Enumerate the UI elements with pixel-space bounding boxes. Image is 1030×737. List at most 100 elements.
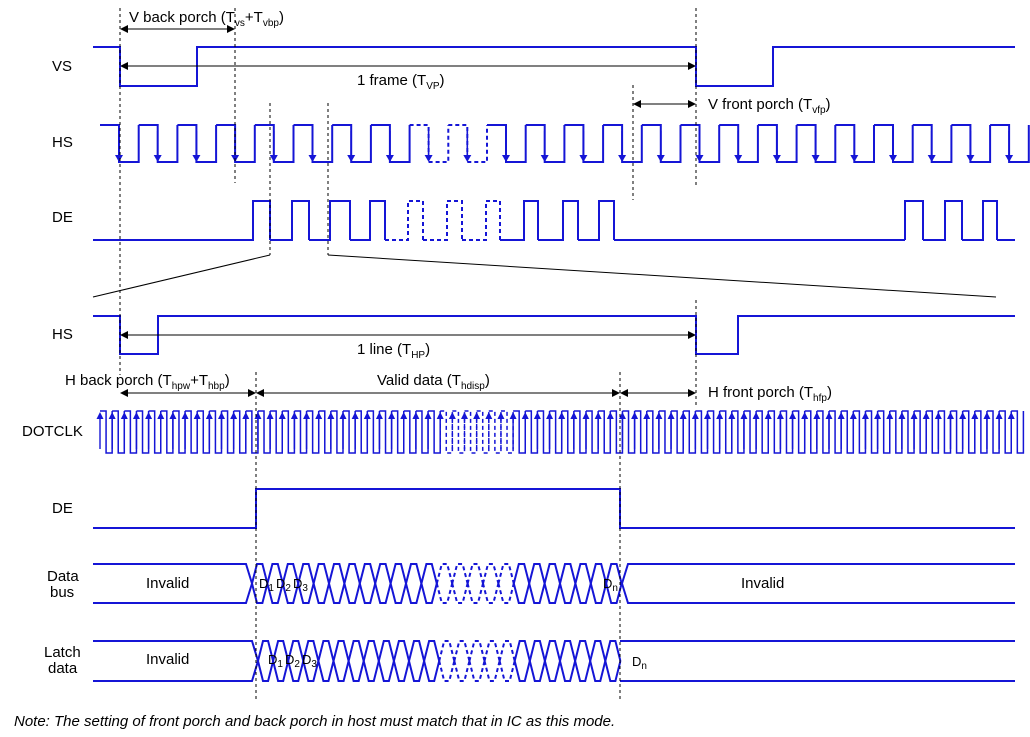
- bus-cell: [438, 660, 456, 682]
- dotclk-edge-arrowhead: [242, 412, 250, 419]
- bus-cell: [589, 563, 608, 584]
- dotclk-edge-arrowhead: [120, 412, 128, 419]
- bus-cell: [332, 640, 350, 662]
- bus-cell: [389, 583, 407, 604]
- bus-cell: [312, 563, 330, 584]
- hs-edge-arrowhead: [695, 155, 704, 162]
- hs-edge-arrowhead: [734, 155, 743, 162]
- label-vs: VS: [52, 58, 72, 75]
- dotclk-edge-arrowhead: [388, 412, 396, 419]
- bus-cell: [362, 640, 380, 662]
- dotclk-edge-arrowhead: [230, 412, 238, 419]
- bus-cell: [513, 660, 531, 682]
- v-front-porch-label: V front porch (Tvfp): [708, 96, 831, 116]
- bus-cell: [328, 583, 346, 604]
- hs-top-waveform: [100, 124, 1030, 163]
- dotclk-edge-arrowhead: [448, 412, 456, 419]
- bus-cell: [497, 583, 515, 604]
- dotclk-edge-arrowhead: [886, 412, 894, 419]
- one-line-label: 1 line (THP): [357, 341, 430, 361]
- dotclk-edge-arrowhead: [922, 412, 930, 419]
- bus-cell: [451, 583, 469, 604]
- bus-cell: [358, 563, 377, 584]
- label-de-bottom: DE: [52, 500, 73, 517]
- hs-edge-arrowhead: [463, 155, 472, 162]
- dotclk-edge-arrowhead: [485, 412, 493, 419]
- dotclk-edge-arrowhead: [995, 412, 1003, 419]
- bus-rail: [621, 563, 1015, 584]
- zoom-line-right: [327, 254, 997, 298]
- bus-cell: [438, 640, 456, 662]
- bus-cell: [374, 563, 392, 584]
- bus-cell: [420, 583, 438, 604]
- bus-cell: [374, 583, 392, 604]
- bus-cell: [512, 563, 531, 584]
- hs-edge-arrowhead: [656, 155, 665, 162]
- data-bus-invalid-left: Invalid: [146, 575, 189, 592]
- bus-cell: [377, 640, 395, 662]
- dotclk-edge-arrowhead: [327, 412, 335, 419]
- label-hs-bottom: HS: [52, 326, 73, 343]
- bus-cell: [605, 583, 623, 604]
- hs-edge-arrowhead: [115, 155, 123, 162]
- latch-dn: Dn: [632, 654, 647, 672]
- dotclk-edge-arrowhead: [278, 412, 286, 419]
- dotclk-edge-arrowhead: [582, 412, 590, 419]
- dotclk-waveform: [96, 410, 1025, 454]
- de-pulse: [500, 200, 539, 241]
- dotclk-edge-arrowhead: [473, 412, 481, 419]
- bus-cell: [543, 640, 561, 662]
- h-back-porch-label: H back porch (Thpw+Thbp): [65, 372, 230, 392]
- latch-data-waveform: [93, 640, 1015, 682]
- dotclk-edge-arrowhead: [789, 412, 797, 419]
- de-pulse: [538, 200, 579, 241]
- dotclk-edge-arrowhead: [606, 412, 614, 419]
- bus-cell: [543, 583, 561, 604]
- bus-cell: [347, 660, 365, 682]
- bus-cell: [377, 660, 395, 682]
- hs-edge-arrowhead: [153, 155, 162, 162]
- bus-cell: [435, 583, 454, 604]
- latch-d3: D3: [302, 652, 317, 670]
- bus-cell: [528, 660, 546, 682]
- dotclk-edge-arrowhead: [861, 412, 869, 419]
- de-pulse: [962, 200, 998, 241]
- hs-edge-arrowhead: [927, 155, 936, 162]
- one-frame-label: 1 frame (TVP): [357, 72, 445, 92]
- footnote: Note: The setting of front porch and bac…: [14, 713, 616, 730]
- dotclk-edge-arrowhead: [424, 412, 432, 419]
- data-bus-d1: D1: [259, 576, 274, 594]
- bus-cell: [543, 563, 561, 584]
- dotclk-edge-arrowhead: [655, 412, 663, 419]
- bus-cell: [512, 583, 531, 604]
- dotclk-edge-arrowhead: [412, 412, 420, 419]
- bus-cell: [497, 563, 515, 584]
- bus-cell: [423, 640, 441, 662]
- bus-cell: [358, 583, 377, 604]
- bus-cell: [405, 583, 423, 604]
- dotclk-edge-arrowhead: [740, 412, 748, 419]
- v-back-porch-label: V back porch (Tvs+Tvbp): [129, 9, 284, 29]
- hs-edge-arrowhead: [269, 155, 278, 162]
- hs-edge-arrowhead: [966, 155, 975, 162]
- dotclk-edge-arrowhead: [351, 412, 359, 419]
- dotclk-edge-arrowhead: [205, 412, 213, 419]
- bus-cell: [528, 563, 546, 584]
- dotclk-edge-arrowhead: [461, 412, 468, 419]
- bus-cell: [343, 583, 361, 604]
- bus-cell: [559, 563, 577, 584]
- hs-edge-arrowhead: [308, 155, 317, 162]
- dotclk-edge-arrowhead: [509, 412, 517, 419]
- bus-cell: [408, 660, 426, 682]
- dotclk-edge-arrowhead: [363, 412, 371, 419]
- label-data-bus-2: bus: [50, 584, 74, 601]
- dotclk-edge-arrowhead: [521, 412, 529, 419]
- hs-edge-arrowhead: [385, 155, 394, 162]
- dotclk-cycle: [1011, 410, 1025, 454]
- dotclk-edge-arrowhead: [169, 412, 177, 419]
- bus-rail: [621, 583, 1015, 604]
- bus-cell: [453, 660, 471, 682]
- latch-d2: D2: [285, 652, 300, 670]
- dotclk-edge-arrowhead: [1007, 412, 1015, 419]
- dotclk-edge-arrowhead: [898, 412, 906, 419]
